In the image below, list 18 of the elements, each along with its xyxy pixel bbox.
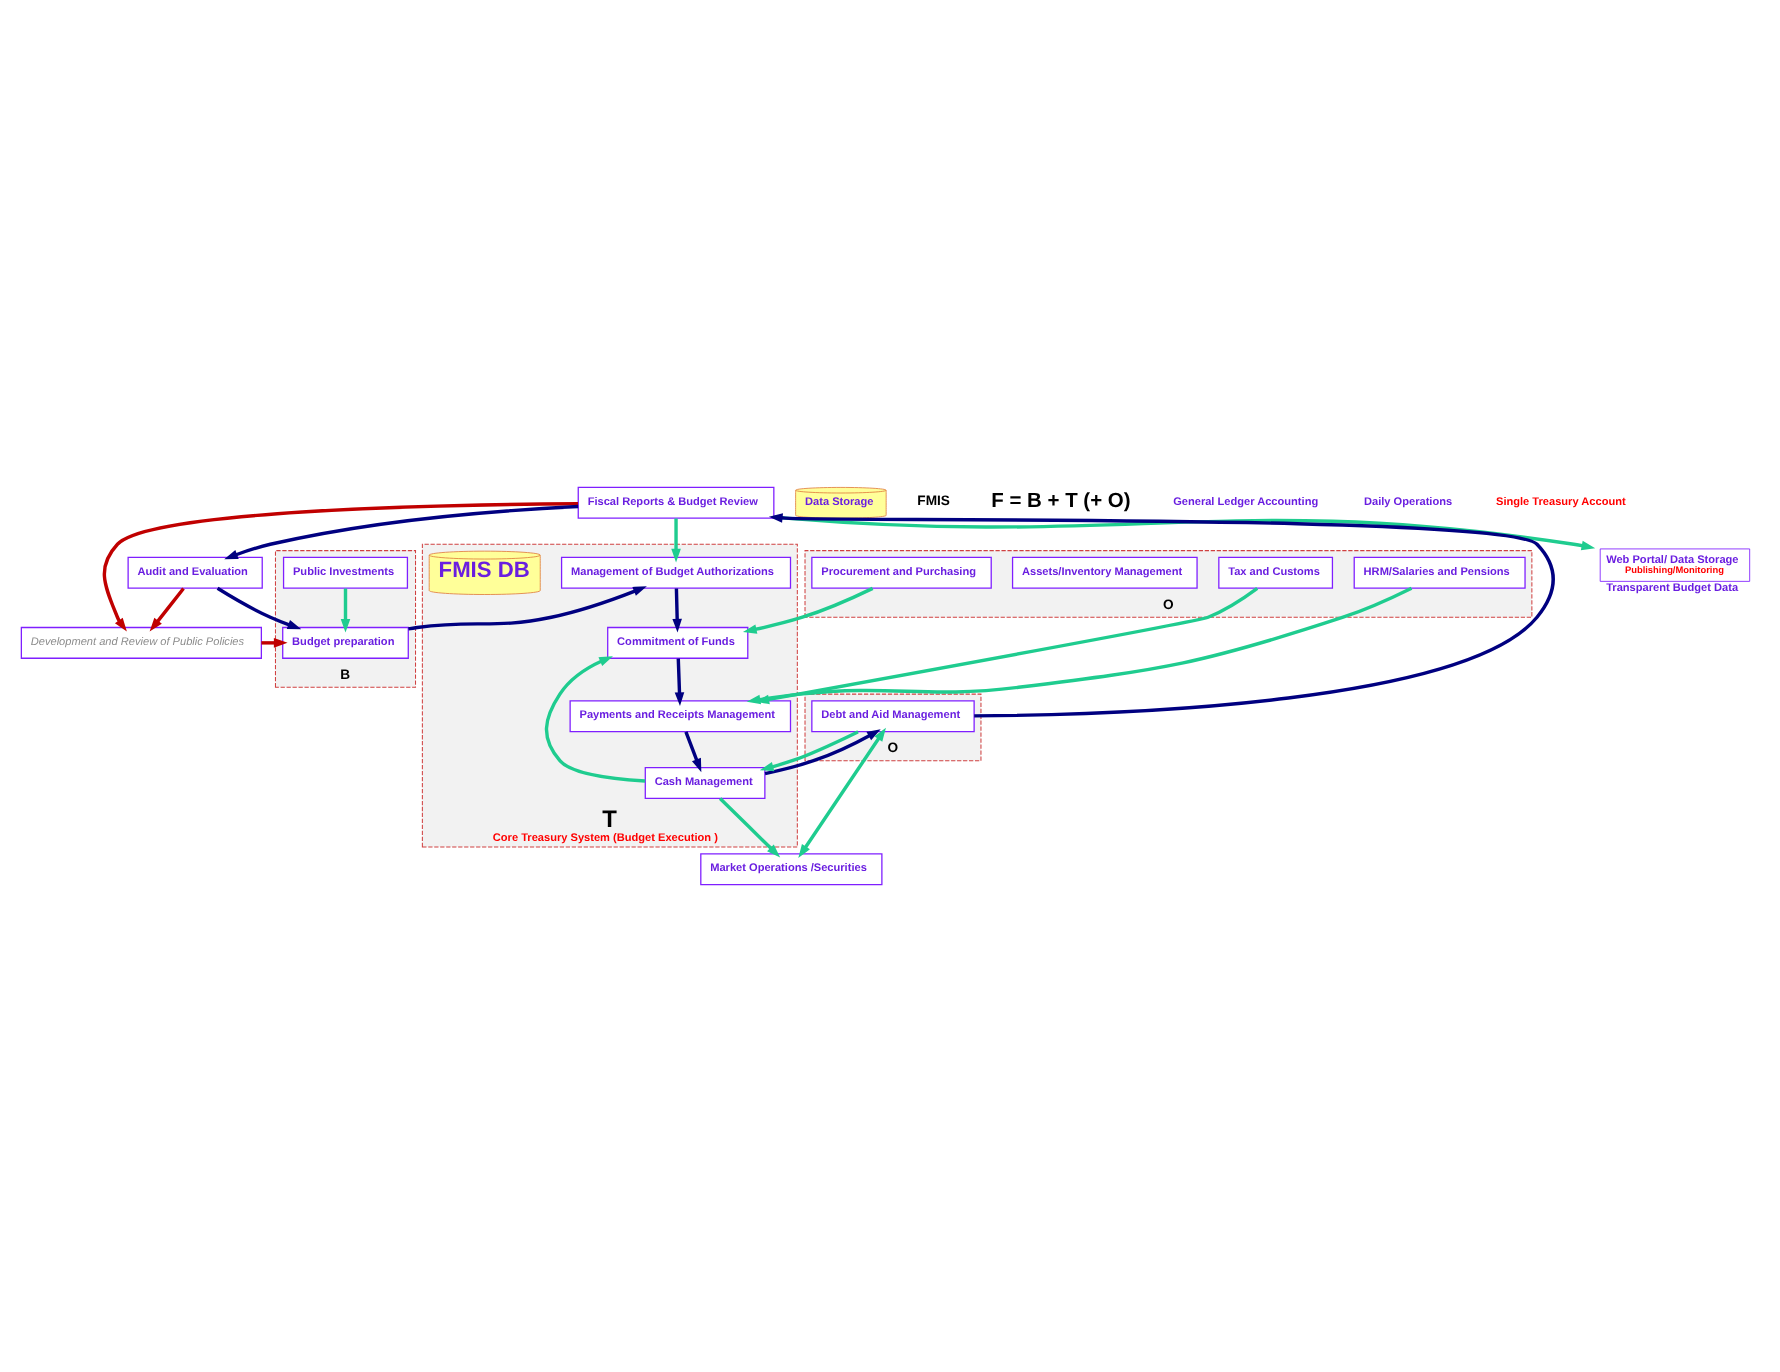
arrow <box>684 731 702 773</box>
arrow <box>216 586 302 630</box>
label: F = B + T (+ O) <box>991 491 1131 514</box>
arrow <box>102 502 579 632</box>
arrow <box>718 797 781 858</box>
arrow <box>798 727 886 859</box>
arrow <box>544 656 646 783</box>
arrow <box>408 586 647 631</box>
arrow <box>768 513 1555 718</box>
arrow <box>759 730 859 772</box>
arrow <box>672 588 682 633</box>
arrow <box>340 588 351 633</box>
arrow <box>224 504 579 560</box>
arrow <box>674 658 685 707</box>
arrow <box>149 587 185 632</box>
arrow <box>261 638 288 648</box>
arrow <box>671 518 681 563</box>
arrow <box>764 729 881 776</box>
